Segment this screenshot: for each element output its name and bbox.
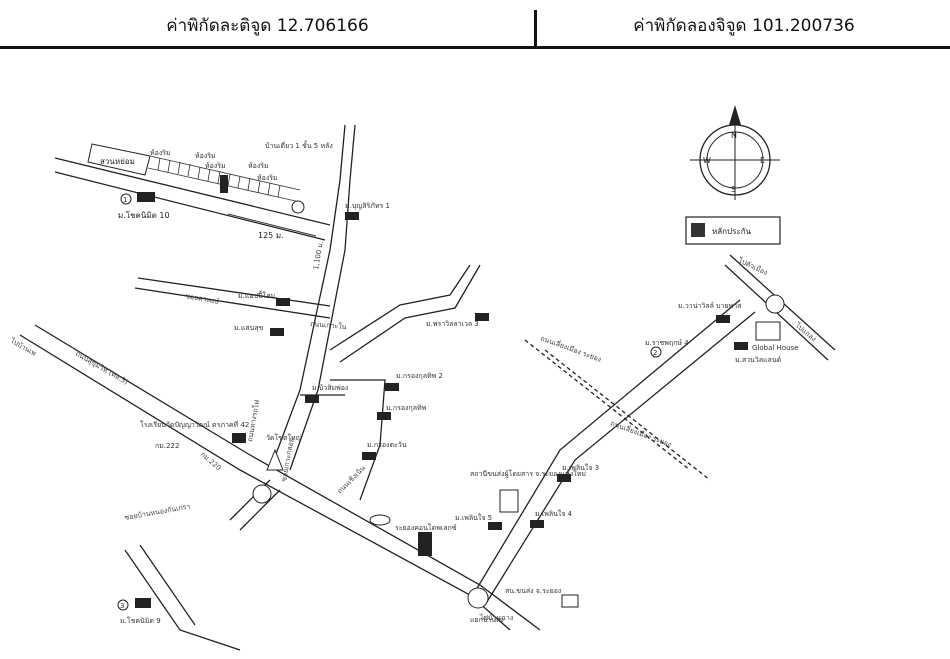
header-divider [534, 10, 537, 48]
places: ม.บุญสิริภัทร 1 ม.แฮปปี้โฮม ม.แสนสุข ม.พ… [117, 202, 799, 625]
distance-label: 125 ม. [258, 231, 284, 240]
longitude-label: ค่าพิกัดลองจิจูด 101.200736 [633, 15, 855, 36]
legend-label: หลักประกัน [712, 227, 752, 236]
global-house-icon [755, 321, 781, 341]
road-to-ban-pe-label: ไปบ้านเพ [8, 335, 38, 358]
ban-pon-label: แยกบ้านส่ง [470, 616, 504, 624]
road-tapong-label: ซอยตาพงษ์ [185, 292, 220, 306]
road-bl-1 [124, 549, 241, 651]
kreangkrai-label: ม.กรองกุลทิพ [386, 404, 427, 412]
house-icon [291, 200, 305, 214]
collateral-marker [220, 175, 228, 193]
latitude-label: ค่าพิกัดละติจูด 12.706166 [166, 15, 369, 36]
road-right-1 [469, 299, 741, 601]
marker-1-circle [120, 193, 132, 205]
compass-w: W [703, 156, 711, 165]
happy-home-label: ม.แฮปปี้โฮม [238, 289, 275, 300]
road-top-1 [54, 157, 331, 226]
road-branch-a [134, 287, 331, 319]
pleasant-3-label: ม.เพลินใจ 3 [562, 463, 599, 472]
room-label-2: ห้องริม [195, 152, 216, 160]
legend: หลักประกัน [685, 216, 781, 245]
road-sukhumvit-label: ถนนสุขุมวิท (ทล.3) [74, 350, 130, 387]
roads [19, 124, 836, 651]
header-bar: ค่าพิกัดละติจูด 12.706166 ค่าพิกัดลองจิจ… [0, 0, 950, 50]
road-hill-2 [339, 264, 481, 363]
marker-3-label: 3 [120, 602, 124, 610]
village-3-label: ม.โชคนิมิต 9 [120, 616, 161, 625]
marker-2-label: 2 [653, 349, 657, 357]
krong-wan-label: ม.กรองตะวัน [367, 441, 407, 449]
road-sukhumvit-2 [34, 324, 541, 631]
boonsiripat-icon [345, 212, 359, 220]
road-right-2 [484, 311, 756, 606]
road-bypass-label-2: ถนนเลี่ยงเมือง ระยอง [609, 418, 672, 448]
road-km100-label: 1,100 ม. [312, 240, 325, 270]
suan-land-label: ม.สวนวิลแลนด์ [735, 356, 781, 364]
road-to-ban-chang-label: ไปบ้านฉาง [479, 613, 513, 622]
village-1-label: ม.โชคนิมิต 10 [118, 210, 170, 220]
compass: N S E W [690, 105, 780, 200]
garden-label: สวนหย่อม [100, 157, 135, 166]
school-km-label: กม.222 [155, 442, 179, 450]
road-kao-label: ถนนเกาะใน [310, 319, 347, 331]
rachapruek-label: ม.ราชพฤกษ์ 4 [645, 339, 689, 347]
compass-s: S [731, 185, 736, 194]
road-top-2 [54, 171, 326, 241]
marker-1-label: 1 [123, 196, 127, 204]
compass-n: N [731, 131, 737, 140]
room-label-1: ห้องริม [150, 149, 171, 157]
road-hill-1 [329, 264, 471, 351]
room-label-5: ห้องริม [257, 174, 278, 182]
room-label-4: ห้องริม [248, 162, 269, 170]
toyota-icon [369, 514, 391, 526]
transport-icon [561, 594, 579, 608]
road-to-mueang-label: ไปตัวเมือง [736, 255, 769, 277]
road-rail-soi-label: ซอยบ้านหนองกันเกรา [124, 503, 191, 522]
legend-swatch [691, 223, 705, 237]
complex-label: ระยองคอนโดพเลกซ์ [395, 523, 457, 532]
bua-pattana-label: ม.บ้วสิมพ่อง [312, 384, 348, 392]
kreangkrai-2-label: ม.กรองกุลทิพ 2 [396, 372, 443, 380]
road-mid-1 [330, 379, 386, 501]
bus-icon [499, 489, 519, 513]
road-bypass [524, 339, 691, 471]
pleasant-4-label: ม.เพลินใจ 4 [535, 509, 573, 518]
room-label-3: ห้องริม [205, 162, 226, 170]
single-house-label: บ้านเดี่ยว 1 ชั้น 5 หลัง [265, 139, 333, 150]
road-branch-b [137, 277, 331, 307]
road-sukhumvit-1 [19, 334, 511, 631]
wana-ville-label: ม.วาน่าวิลล์ บายพาส [678, 302, 742, 310]
condo-icon [418, 532, 432, 556]
village-1-building-icon [137, 192, 155, 202]
north-arrow-icon [729, 105, 741, 125]
road-vertical-1 [269, 124, 346, 471]
roundabout-icon [467, 587, 489, 609]
global-house-label: Global House [752, 344, 799, 352]
prakan-3-label: ม.พราวิลลาเวล 3 [426, 320, 479, 328]
compass-e: E [760, 156, 765, 165]
header-underline [0, 46, 950, 49]
shell-icon [252, 484, 272, 504]
road-old-label: ถนนเชิงเนิน [336, 464, 368, 496]
top-building-block: สวนหย่อม ห้องริม ห้องริม ห้องริม ห้องริม… [87, 139, 333, 240]
transport-label: สน.ขนส่ง จ.ระยอง [505, 587, 561, 595]
road-vertical-2 [289, 124, 356, 471]
distance-line [227, 213, 317, 237]
station-label: สถานีขนส่งผู้โดยสาร จ.ระยองแห่งใหม่ [470, 469, 586, 478]
saensuk-label: ม.แสนสุข [234, 324, 264, 332]
wat-label: วัดโขดใหญ่ [266, 433, 302, 442]
road-km220-label: กม.220 [199, 450, 223, 472]
pleasant-5-label: ม.เพลินใจ 5 [455, 513, 492, 522]
wat-icon [266, 448, 284, 471]
location-map: สวนหย่อม ห้องริม ห้องริม ห้องริม ห้องริม… [8, 105, 836, 651]
roundabout-2-icon [765, 294, 785, 314]
school-label: โรงเรียนวัดปัญญาวัฒน์ ตรภาคที่ 42 [140, 420, 249, 429]
boonsiripat-label: ม.บุญสิริภัทร 1 [345, 202, 390, 210]
